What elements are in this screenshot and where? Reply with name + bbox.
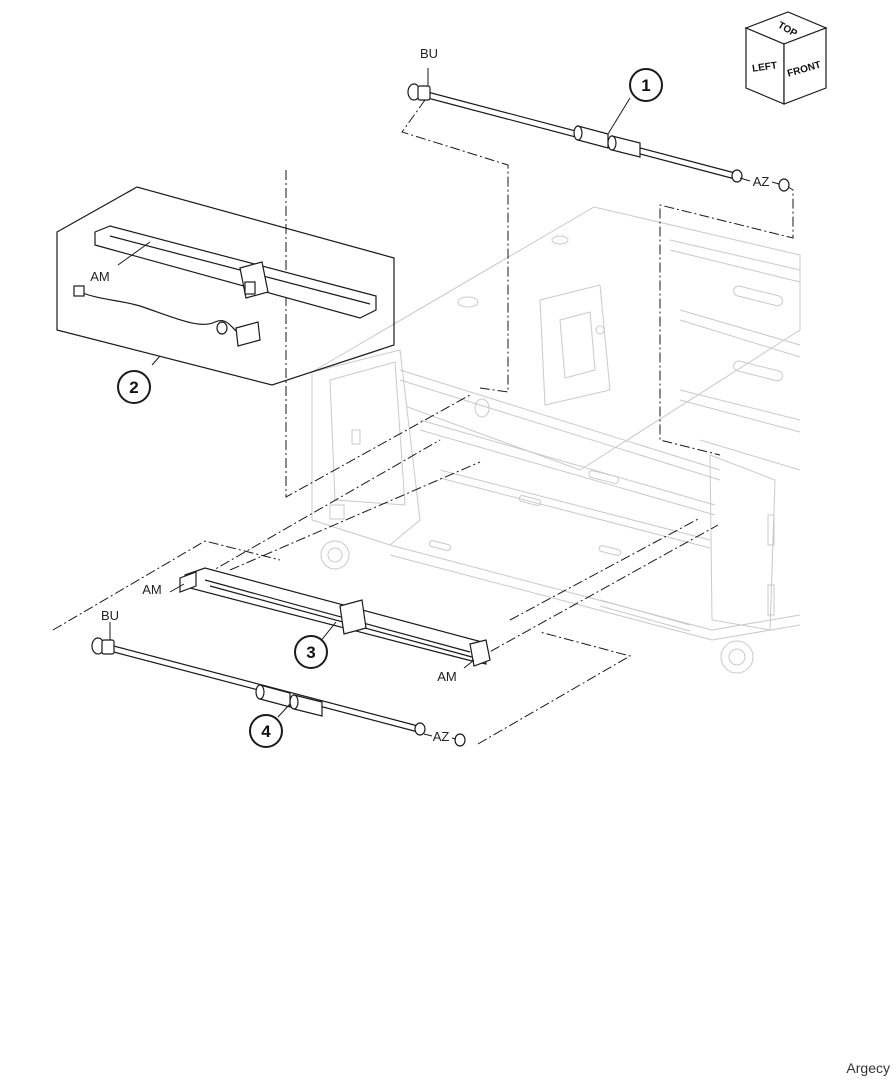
e-clip-top: [778, 178, 790, 192]
label-bu-bottom: BU: [101, 608, 119, 623]
label-am-right: AM: [437, 669, 457, 684]
sensor-bracket-assembly-2: [56, 186, 395, 386]
callout-3: 3: [294, 635, 328, 669]
orientation-cube: TOP LEFT FRONT: [744, 11, 828, 105]
svg-text:4: 4: [261, 722, 271, 741]
callout-4: 4: [249, 714, 283, 748]
label-az-bottom: AZ: [433, 729, 450, 744]
label-az-top: AZ: [753, 174, 770, 189]
callout-2: 2: [117, 370, 151, 404]
svg-text:1: 1: [641, 76, 650, 95]
svg-text:2: 2: [129, 378, 138, 397]
tray-frame-ghost: [310, 206, 801, 674]
caster-left: [320, 540, 350, 570]
leader-lines: [109, 68, 780, 740]
label-am-sensor: AM: [90, 269, 110, 284]
label-bu-top: BU: [420, 46, 438, 61]
label-am-left: AM: [142, 582, 162, 597]
roller-shaft-1: [407, 83, 790, 192]
e-clip-bottom: [454, 733, 466, 747]
caster-front: [720, 640, 754, 674]
cube-left-label: LEFT: [752, 60, 778, 74]
svg-text:3: 3: [306, 643, 315, 662]
guide-bracket-3: [179, 567, 491, 667]
callout-1: 1: [629, 68, 663, 102]
roller-shaft-4: [91, 637, 466, 747]
footer-watermark: Argecy: [846, 1060, 890, 1076]
